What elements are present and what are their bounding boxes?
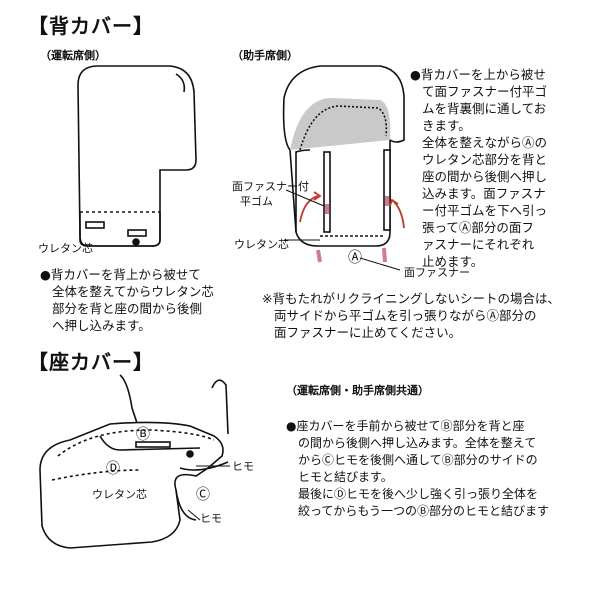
common-label: （運転席側・助手席側共通） [286, 384, 429, 397]
seat-instruction-line: ●座カバーを手前から被せてⒷ部分を背と座 [286, 419, 525, 433]
passenger-urethane-label: ウレタン芯 [234, 238, 289, 251]
seat-instruction-line: の間から後側へ押し込みます。全体を整えて [298, 436, 537, 450]
back-cover-instruction-left: ●背カバーを背上から被せて 全体を整えてからウレタン芯 部分を背と座の間から後側… [40, 266, 250, 334]
instruction-right-line: 張ってⒶ部分の面フ [422, 220, 534, 235]
back-cover-title: 【背カバー】 [28, 14, 154, 38]
note-line: 両サイドから平ゴムを引っ張りながらⒶ部分の [274, 308, 537, 323]
marker-a: Ⓐ [348, 250, 362, 266]
seat-urethane-label: ウレタン芯 [92, 488, 147, 501]
seat-instruction-line: からⒸヒモを後側へ通してⒷ部分のサイドの [298, 453, 538, 467]
instruction-right-line: 全体を整えながらⒶの [422, 135, 548, 150]
instruction-right-line: きます。 [422, 118, 471, 133]
instruction-right-line: 座の間から後側へ押し [422, 169, 548, 184]
instruction-right-line: 止めます。 [422, 254, 484, 269]
instruction-right-line: 込みます。面ファスナ [422, 186, 546, 201]
note-line: 面ファスナーに止めてください。 [274, 325, 462, 340]
passenger-side-label: （助手席側） [232, 49, 298, 62]
himo-label-upper: ヒモ [232, 460, 254, 473]
instruction-right-line: ●背カバーを上から被せ [410, 67, 546, 82]
instruction-left-line: 部分を背と座の間から後側 [52, 301, 203, 316]
marker-c: Ⓒ [196, 487, 210, 503]
driver-back-cover-illustration [77, 65, 197, 247]
driver-urethane-label: ウレタン芯 [38, 242, 93, 255]
seat-cover-instruction: ●座カバーを手前から被せてⒷ部分を背と座 の間から後側へ押し込みます。全体を整え… [286, 418, 592, 520]
marker-d: Ⓓ [106, 461, 120, 477]
instruction-left-line: へ押し込みます。 [52, 318, 151, 333]
seat-instruction-line: ヒモと結びます。 [298, 470, 393, 484]
fastener-label: 面ファスナー [404, 266, 470, 279]
passenger-back-cover-illustration [282, 65, 405, 271]
fastener-strap-label-line2: 平ゴム [240, 195, 273, 208]
instruction-left-line: 全体を整えてからウレタン芯 [52, 284, 214, 299]
instruction-right-line: ァスナーにそれぞれ [422, 237, 535, 252]
marker-b: Ⓑ [136, 427, 150, 443]
instruction-right-line: ウレタン芯部分を背と [422, 152, 548, 167]
seat-instruction-line: 絞ってからもう一つのⒷ部分のヒモと結びます [298, 504, 550, 518]
back-cover-instruction-right: ●背カバーを上から被せ て面ファスナー付平ゴ ムを背裏側に通してお きます。 全… [410, 66, 590, 270]
note-line: ※背もたれがリクライニングしないシートの場合は、 [262, 291, 560, 306]
himo-label-lower: ヒモ [200, 512, 222, 525]
reclining-note: ※背もたれがリクライニングしないシートの場合は、 両サイドから平ゴムを引っ張りな… [262, 290, 592, 341]
instruction-left-line: ●背カバーを背上から被せて [40, 267, 201, 282]
instruction-right-line: て面ファスナー付平ゴ [422, 84, 548, 99]
fastener-strap-label-line1: 面ファスナー付 [232, 180, 309, 193]
driver-side-label: （運転席側） [40, 49, 106, 62]
seat-cover-illustration [39, 374, 230, 549]
seat-cover-title: 【座カバー】 [28, 350, 154, 374]
instruction-right-line: ー付平ゴムを下へ引っ [422, 203, 548, 218]
seat-instruction-line: 最後にⒹヒモを後へ少し強く引っ張り全体を [298, 487, 539, 501]
instruction-right-line: ムを背裏側に通してお [422, 101, 547, 116]
